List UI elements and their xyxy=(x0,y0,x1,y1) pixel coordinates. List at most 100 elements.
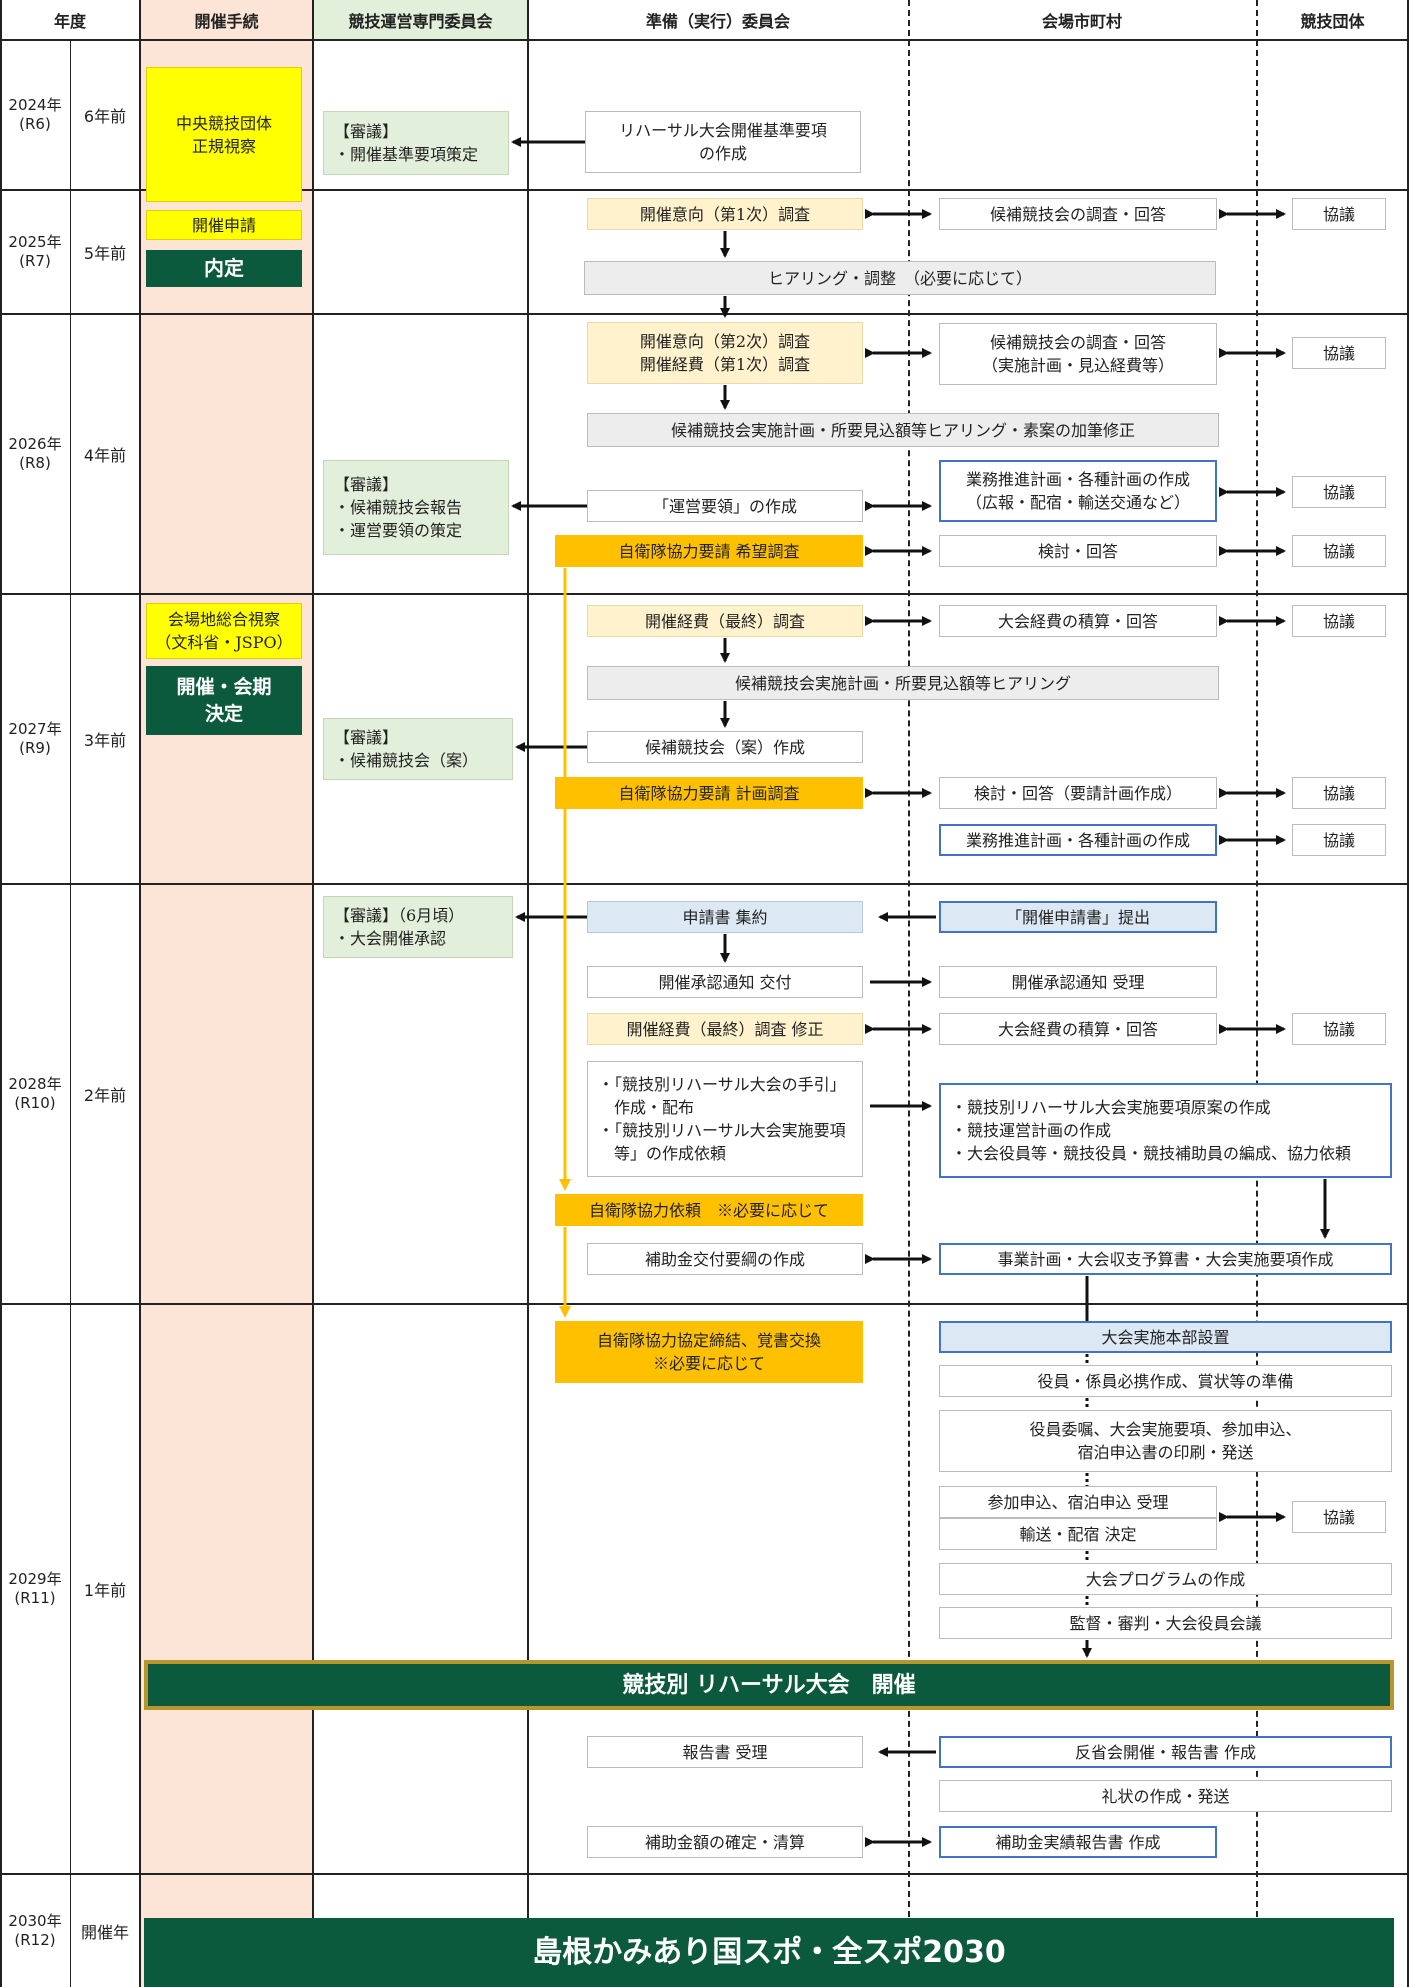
committee-deliberation-1: 【審議】 ・開催基準要項策定 xyxy=(323,111,509,175)
grid-line xyxy=(0,1873,1409,1875)
grid-line xyxy=(0,189,1409,191)
era-label: (R8) xyxy=(19,454,51,472)
grid-line xyxy=(0,39,1409,41)
city-box-19: 監督・審判・大会役員会議 xyxy=(939,1607,1392,1639)
final-banner-title: 島根かみあり国スポ・全スポ2030 xyxy=(532,1935,1006,1970)
city-box-1: 候補競技会の調査・回答 xyxy=(939,198,1217,230)
relative-year: 3年前 xyxy=(83,731,127,750)
federation-consult: 協議 xyxy=(1292,337,1386,369)
committee-deliberation-3: 【審議】 ・候補競技会（案） xyxy=(323,718,513,780)
city-box-15: 役員委嘱、大会実施要項、参加申込、 宿泊申込書の印刷・発送 xyxy=(939,1410,1392,1472)
city-box-8: 「開催申請書」提出 xyxy=(939,901,1217,933)
site-inspection-box: 会場地総合視察 （文科省・JSPO） xyxy=(146,603,302,659)
committee-header-bg xyxy=(313,0,528,41)
relative-year: 5年前 xyxy=(83,244,127,263)
year-cell: 2024年(R6) xyxy=(0,41,70,189)
prep-box-8: 開催経費（最終）調査 xyxy=(587,605,863,637)
federation-consult: 協議 xyxy=(1292,198,1386,230)
prep-box-1: リハーサル大会開催基準要項 の作成 xyxy=(585,111,861,173)
grid-line xyxy=(0,1303,1409,1305)
city-box-20: 反省会開催・報告書 作成 xyxy=(939,1736,1392,1768)
city-box-2: 候補競技会の調査・回答 （実施計画・見込経費等） xyxy=(939,323,1217,385)
rehearsal-banner: 競技別 リハーサル大会 開催 xyxy=(144,1660,1394,1710)
federation-consult: 協議 xyxy=(1292,1501,1386,1533)
committee-deliberation-4: 【審議】（6月頃） ・大会開催承認 xyxy=(323,896,513,958)
year-label: 2026年 xyxy=(8,435,62,453)
grid-line xyxy=(0,313,1409,315)
federation-consult: 協議 xyxy=(1292,605,1386,637)
grid-line-dashed xyxy=(908,0,910,1987)
prep-box-11: 自衛隊協力要請 計画調査 xyxy=(555,777,863,809)
city-box-12: 事業計画・大会収支予算書・大会実施要項作成 xyxy=(939,1243,1392,1275)
city-box-9: 開催承認通知 受理 xyxy=(939,966,1217,998)
prep-box-20: 補助金額の確定・清算 xyxy=(587,1826,863,1858)
era-label: (R6) xyxy=(19,115,51,133)
year-cell: 2029年(R11) xyxy=(0,1305,70,1873)
year-label: 2025年 xyxy=(8,233,62,251)
era-label: (R9) xyxy=(19,739,51,757)
prep-box-4: 開催意向（第2次）調査 開催経費（第1次）調査 xyxy=(587,322,863,384)
decision-box: 開催・会期 決定 xyxy=(146,666,302,735)
city-box-6: 検討・回答（要請計画作成） xyxy=(939,777,1217,809)
year-label: 2027年 xyxy=(8,720,62,738)
grid-line xyxy=(0,593,1409,595)
relative-year: 2年前 xyxy=(83,1086,127,1105)
procedure-column-bg xyxy=(140,0,313,1987)
prep-box-19: 報告書 受理 xyxy=(587,1736,863,1768)
prep-box-3: ヒアリング・調整 （必要に応じて） xyxy=(584,261,1216,295)
year-cell: 2030年(R12) xyxy=(0,1875,70,1987)
grid-line xyxy=(0,0,2,1987)
final-banner: 島根かみあり国スポ・全スポ2030 xyxy=(144,1918,1394,1987)
federation-consult: 協議 xyxy=(1292,476,1386,508)
city-box-17: 輸送・配宿 決定 xyxy=(939,1518,1217,1550)
year-cell: 2026年(R8) xyxy=(0,315,70,593)
naitei-box: 内定 xyxy=(146,250,302,287)
federation-consult: 協議 xyxy=(1292,824,1386,856)
prep-box-12: 申請書 集約 xyxy=(587,901,863,933)
city-box-18: 大会プログラムの作成 xyxy=(939,1563,1392,1595)
prep-box-5: 候補競技会実施計画・所要見込額等ヒアリング・素案の加筆修正 xyxy=(587,413,1219,447)
era-label: (R12) xyxy=(14,1931,56,1949)
grid-line xyxy=(70,41,71,1987)
grid-line xyxy=(1407,0,1409,1987)
city-box-13: 大会実施本部設置 xyxy=(939,1321,1392,1353)
relative-year: 6年前 xyxy=(83,107,127,126)
prep-box-14: 開催経費（最終）調査 修正 xyxy=(587,1013,863,1045)
grid-line-dashed xyxy=(1256,0,1258,1987)
city-box-21: 礼状の作成・発送 xyxy=(939,1780,1392,1812)
grid-line xyxy=(527,0,529,1987)
prep-box-16: 自衛隊協力依頼 ※必要に応じて xyxy=(555,1194,863,1226)
prep-box-7: 自衛隊協力要請 希望調査 xyxy=(555,535,863,567)
committee-deliberation-2: 【審議】 ・候補競技会報告 ・運営要領の策定 xyxy=(323,460,509,555)
city-box-7: 業務推進計画・各種計画の作成 xyxy=(939,824,1217,856)
year-label: 2024年 xyxy=(8,96,62,114)
federation-consult: 協議 xyxy=(1292,535,1386,567)
relative-year: 開催年 xyxy=(80,1923,129,1942)
era-label: (R11) xyxy=(14,1589,56,1607)
prep-box-13: 開催承認通知 交付 xyxy=(587,966,863,998)
relative-year: 4年前 xyxy=(83,446,127,465)
year-cell: 2027年(R9) xyxy=(0,595,70,883)
prep-box-17: 補助金交付要綱の作成 xyxy=(587,1243,863,1275)
year-label: 2028年 xyxy=(8,1075,62,1093)
city-box-10: 大会経費の積算・回答 xyxy=(939,1013,1217,1045)
prep-box-18: 自衛隊協力協定締結、覚書交換 ※必要に応じて xyxy=(555,1321,863,1383)
prep-box-10: 候補競技会（案）作成 xyxy=(587,731,863,763)
prep-box-6: 「運営要領」の作成 xyxy=(587,490,863,522)
city-box-14: 役員・係員必携作成、賞状等の準備 xyxy=(939,1365,1392,1397)
year-cell: 2025年(R7) xyxy=(0,191,70,313)
year-label: 2029年 xyxy=(8,1570,62,1588)
federation-consult: 協議 xyxy=(1292,777,1386,809)
city-box-5: 大会経費の積算・回答 xyxy=(939,605,1217,637)
year-cell: 2028年(R10) xyxy=(0,885,70,1303)
application-box: 開催申請 xyxy=(146,210,302,240)
prep-box-9: 候補競技会実施計画・所要見込額等ヒアリング xyxy=(587,666,1219,700)
federation-consult: 協議 xyxy=(1292,1013,1386,1045)
era-label: (R10) xyxy=(14,1094,56,1112)
year-label: 2030年 xyxy=(8,1912,62,1930)
grid-line xyxy=(0,883,1409,885)
prep-box-2: 開催意向（第1次）調査 xyxy=(587,198,863,230)
era-label: (R7) xyxy=(19,252,51,270)
city-box-22: 補助金実績報告書 作成 xyxy=(939,1826,1217,1858)
